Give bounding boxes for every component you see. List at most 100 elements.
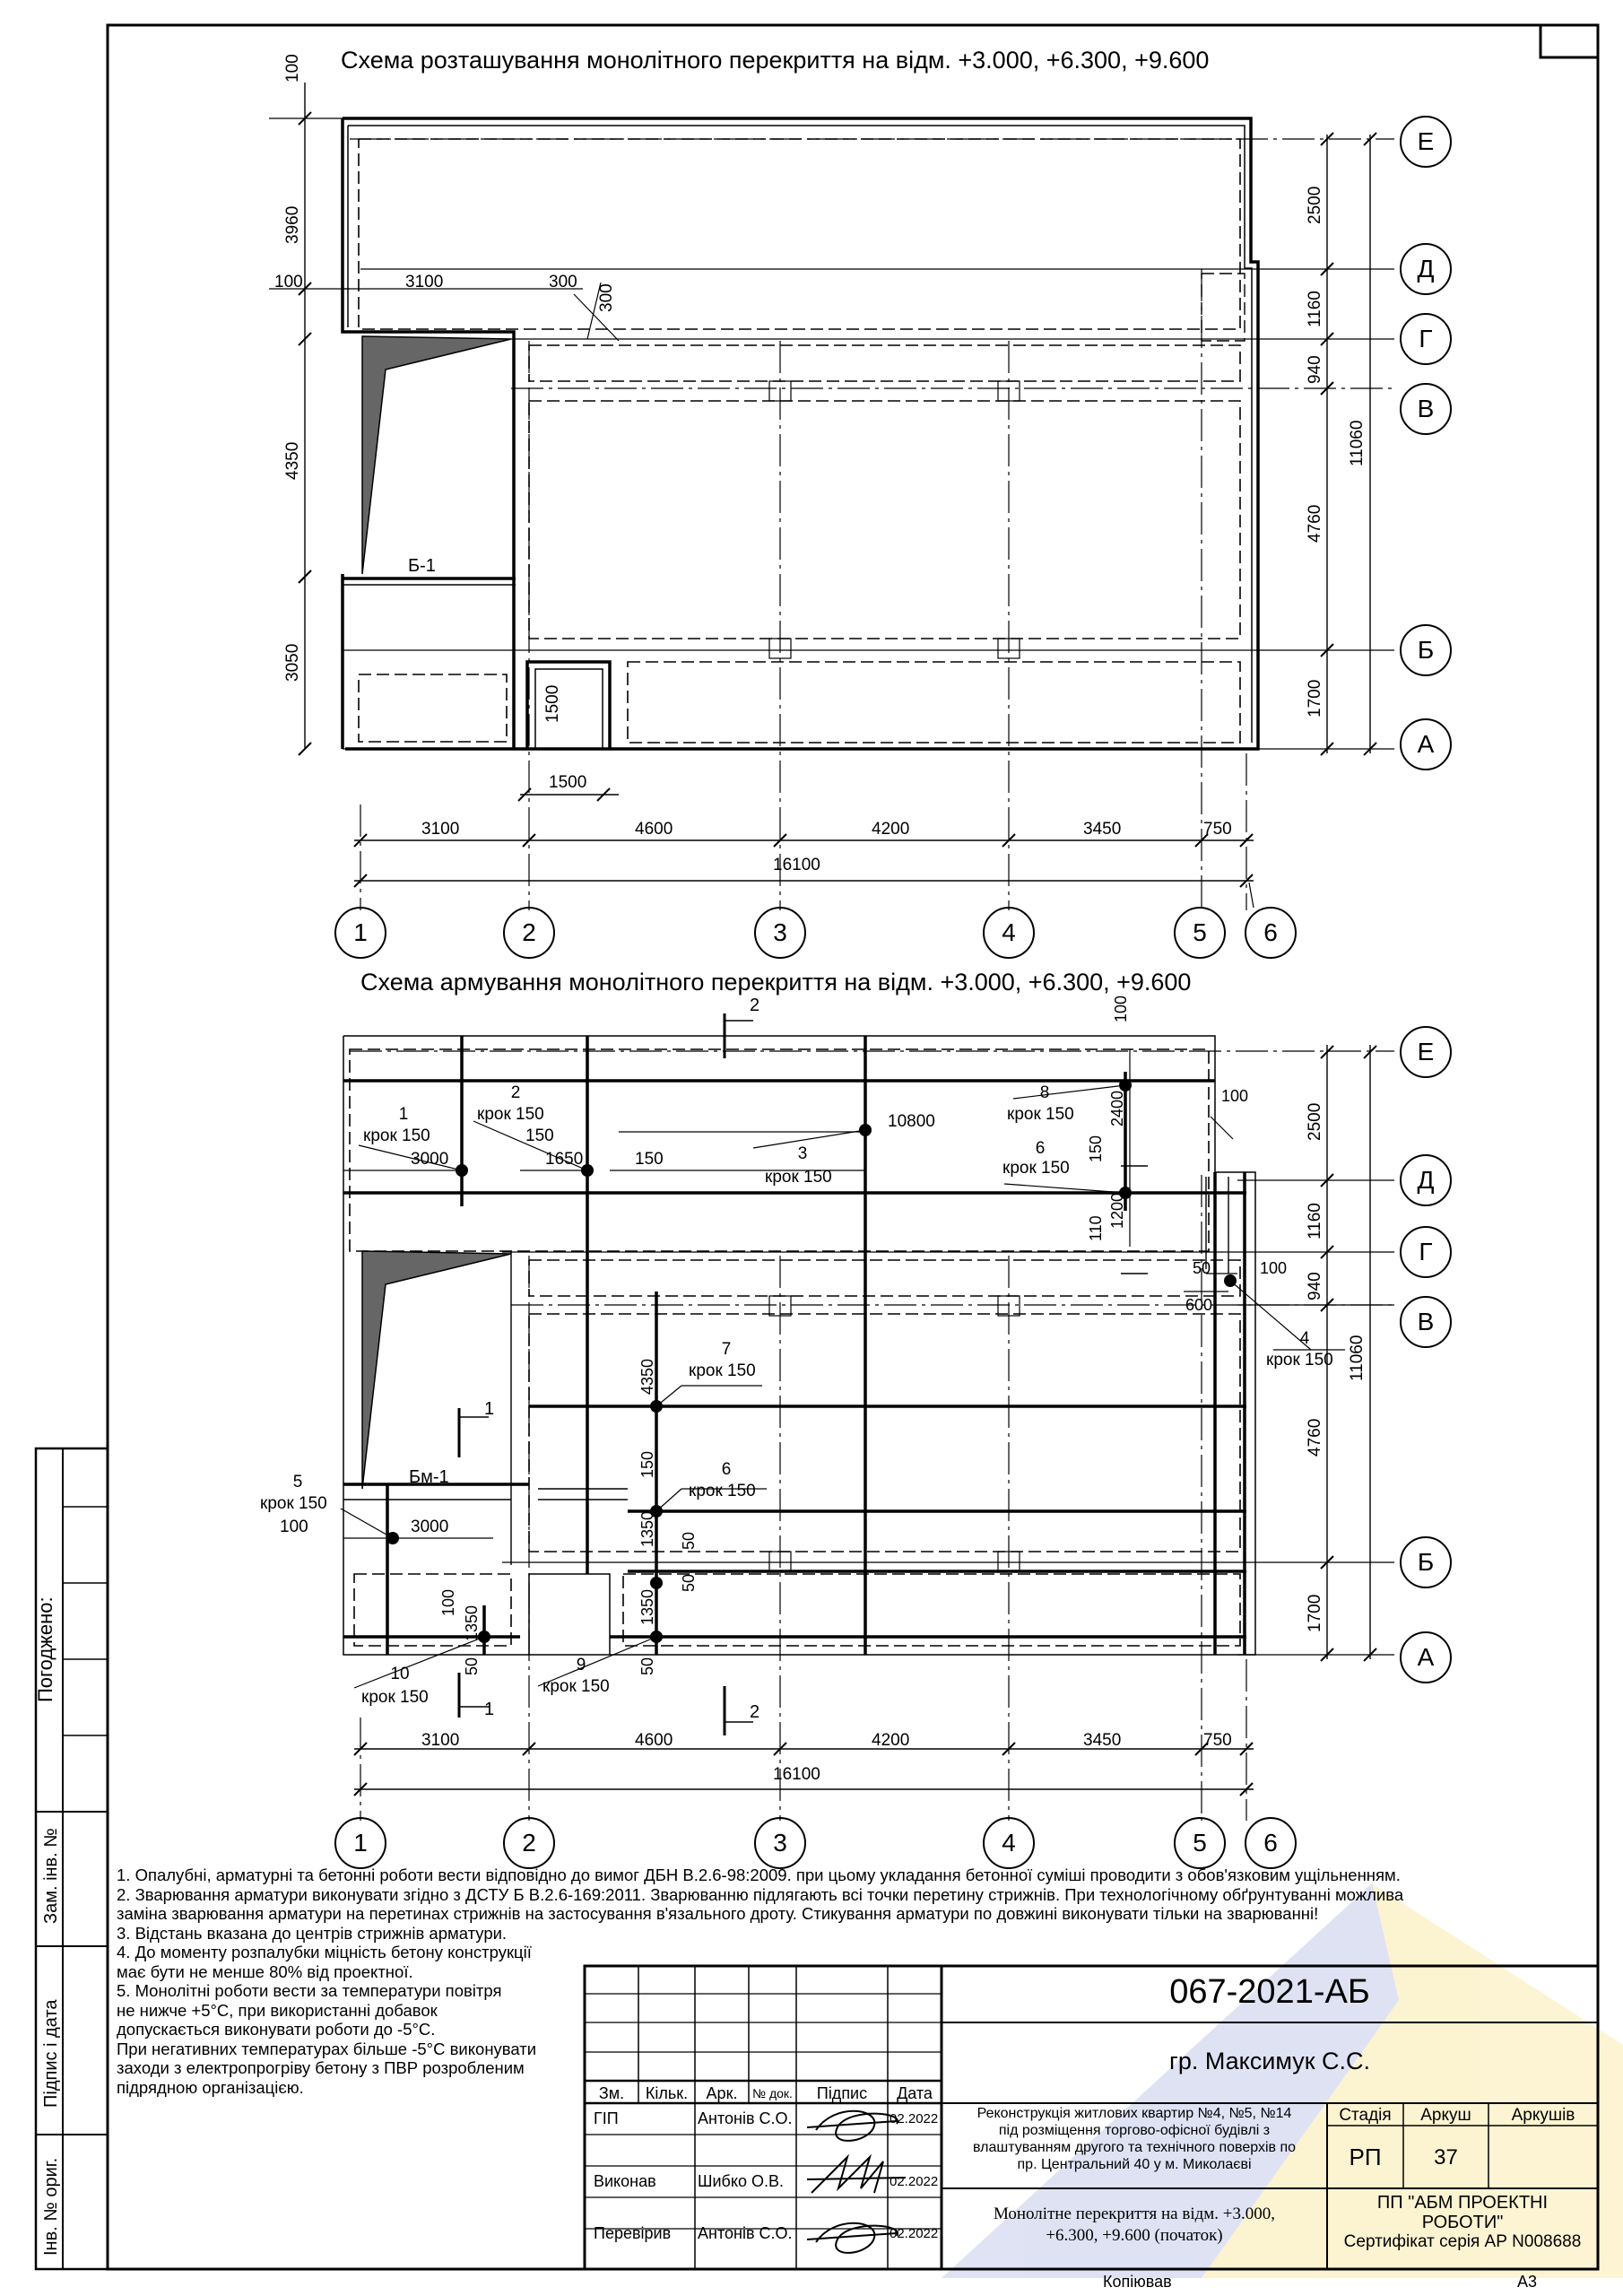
plan2-dim-right: 1160 xyxy=(1306,1203,1324,1239)
note-line: 5. Монолітні роботи вести за температури… xyxy=(117,1981,502,2000)
plan2-dim-right: 4760 xyxy=(1306,1418,1324,1457)
rebar-offset: 150 xyxy=(525,1126,554,1145)
plan1-dim-left: 3960 xyxy=(283,205,302,244)
tb-header-ark: Арк. xyxy=(706,2084,738,2102)
axis-number: 6 xyxy=(1263,918,1278,946)
plan1-dim-bottom: 4600 xyxy=(635,820,673,839)
plan2-dim-bottom: 750 xyxy=(1203,1731,1232,1750)
sheet-label: Аркуш xyxy=(1420,2106,1471,2125)
axis-number: 5 xyxy=(1193,918,1207,946)
plan2-dim-misc: 150 xyxy=(1087,1135,1105,1162)
note-line: 4. До моменту розпалубки міцність бетону… xyxy=(117,1943,532,1961)
project-line: Реконструкція житлових квартир №4, №5, №… xyxy=(976,2106,1292,2121)
rebar-step: крок 150 xyxy=(542,1677,610,1696)
org-line: РОБОТИ" xyxy=(1421,2213,1504,2232)
sheet-title-line: +6.300, +9.600 (початок) xyxy=(1046,2226,1223,2245)
tb-date: 02.2022 xyxy=(890,2226,939,2241)
plan2-dim-misc: 50 xyxy=(680,1573,698,1592)
stage-label: Стадія xyxy=(1339,2106,1392,2125)
side-stamp-inv-orig: Інв. № ориг. xyxy=(41,2157,61,2256)
plan2-dim-misc: 150 xyxy=(638,1450,656,1478)
axis-number: 3 xyxy=(773,1829,787,1857)
rebar-number: 10 xyxy=(390,1665,410,1683)
axis-number: 2 xyxy=(522,1829,536,1857)
project-line: під розміщення торгово-офісної будівлі з xyxy=(998,2123,1271,2138)
rebar-number: 6 xyxy=(1035,1139,1046,1158)
plan1-dim-left: 100 xyxy=(274,273,303,291)
plan2-dim-misc: 100 xyxy=(439,1588,457,1616)
axis-letter: Е xyxy=(1417,127,1435,155)
plan2-dim-misc: 100 xyxy=(1221,1087,1249,1105)
section-mark: 2 xyxy=(750,996,760,1015)
plan2-dim-misc: 1350 xyxy=(638,1510,656,1547)
plan2-dim-misc: 4350 xyxy=(638,1358,656,1395)
note-line: 3. Відстань вказана до центрів стрижнів … xyxy=(117,1923,508,1943)
org-line: ПП "АБМ ПРОЕКТНІ xyxy=(1376,2193,1549,2213)
plan2-dim-right: 940 xyxy=(1306,1272,1324,1300)
sheets-label: Аркушів xyxy=(1511,2106,1575,2125)
rebar-length: 3000 xyxy=(411,1150,449,1169)
plan1-dim-bottom: 3450 xyxy=(1083,820,1122,839)
org-line: Сертифікат серія АР N008688 xyxy=(1343,2232,1582,2251)
tb-header-date: Дата xyxy=(897,2084,933,2102)
plan2-dim-misc: 100 xyxy=(1260,1259,1288,1277)
axis-number: 6 xyxy=(1263,1829,1278,1857)
axis-letter: В xyxy=(1417,1308,1435,1335)
sheet-title-line: Монолітне перекриття на відм. +3.000, xyxy=(993,2205,1276,2223)
sheet-value: 37 xyxy=(1434,2145,1458,2170)
note-line: При негативних температурах більше -5°С … xyxy=(117,2039,537,2058)
rebar-step: крок 150 xyxy=(260,1494,327,1513)
axis-number: 1 xyxy=(353,918,368,946)
tb-name: Антонів С.О. xyxy=(698,2109,793,2127)
copied-label: Копіював xyxy=(1103,2273,1172,2291)
plan2-dim-misc: 600 xyxy=(1185,1296,1213,1314)
note-line: 2. Зварювання арматури виконувати згідно… xyxy=(117,1884,1404,1904)
rebar-number: 5 xyxy=(292,1473,303,1492)
rebar-number: 3 xyxy=(797,1144,808,1163)
axis-letter: А xyxy=(1417,730,1435,758)
plan2-dim-misc: 100 xyxy=(1112,995,1130,1022)
plan1-dim-right: 1160 xyxy=(1306,291,1324,327)
project-line: пр. Центральний 40 у м. Миколаєві xyxy=(1017,2157,1252,2172)
plan2-dim-total: 16100 xyxy=(773,1765,820,1784)
axis-number: 2 xyxy=(522,918,536,946)
document-code: 067-2021-АБ xyxy=(1169,1973,1370,2011)
note-line: допускається виконувати роботи до -5°С. xyxy=(117,2020,436,2039)
tb-date: 02.2022 xyxy=(890,2111,939,2126)
axis-letter: В xyxy=(1417,395,1435,422)
note-line: підрядною організацією. xyxy=(117,2077,304,2097)
axis-number: 1 xyxy=(353,1829,368,1857)
section-mark: 1 xyxy=(484,1399,495,1419)
rebar-number: 8 xyxy=(1039,1083,1050,1102)
plan1-drawing xyxy=(269,83,1452,959)
plan1-dim-misc: 3100 xyxy=(405,273,444,291)
axis-number: 5 xyxy=(1193,1829,1207,1857)
plan2-dim-misc: 110 xyxy=(1087,1215,1105,1241)
plan2-dim-misc: 50 xyxy=(1193,1259,1211,1277)
plan1-dim-misc: 300 xyxy=(597,283,616,312)
axis-letter: Б xyxy=(1417,1548,1435,1576)
axis-number: 4 xyxy=(1002,1829,1016,1857)
watermark-logo xyxy=(942,1883,1623,2278)
author-group: гр. Максимук С.С. xyxy=(1168,2048,1371,2074)
plan2-dim-misc: 50 xyxy=(680,1531,698,1550)
axis-number: 3 xyxy=(773,918,787,946)
plan1-dim-right: 1700 xyxy=(1306,679,1324,718)
rebar-number: 6 xyxy=(721,1460,732,1479)
rebar-number: 2 xyxy=(510,1083,521,1102)
rebar-number: 1 xyxy=(398,1105,409,1124)
plan2-dim-bottom: 4200 xyxy=(872,1731,910,1750)
axis-letter: Б xyxy=(1417,636,1435,664)
rebar-number: 7 xyxy=(721,1340,732,1359)
plan1-dim-left: 4350 xyxy=(283,441,302,480)
plan2-drawing xyxy=(334,1013,1452,1869)
section-mark: 2 xyxy=(750,1702,760,1722)
plan1-dim-left: 3050 xyxy=(283,643,302,682)
note-line: не нижче +5°С, при використанні добавок xyxy=(117,2000,438,2020)
rebar-step: крок 150 xyxy=(689,1361,756,1380)
plan1-dim-total: 16100 xyxy=(773,856,820,874)
rebar-step: крок 150 xyxy=(477,1105,544,1124)
note-line: заміна зварювання арматури на перетинах … xyxy=(117,1904,1319,1923)
axis-letter: Г xyxy=(1419,1238,1433,1265)
